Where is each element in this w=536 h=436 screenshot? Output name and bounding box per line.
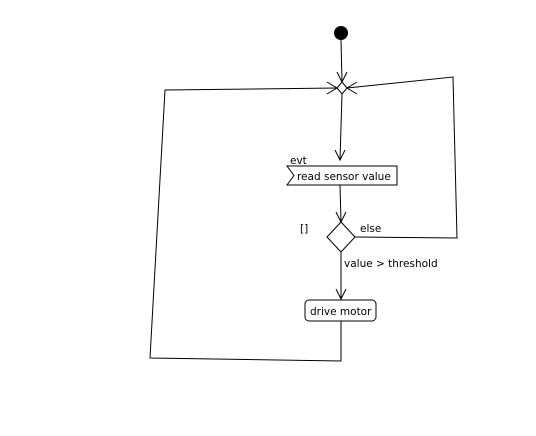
accept-event-action[interactable]: evt read sensor value bbox=[286, 155, 398, 186]
guard-left-label: [] bbox=[300, 223, 308, 235]
drive-motor-action[interactable]: drive motor bbox=[304, 299, 377, 322]
edge-read-sensor-to-decision bbox=[335, 184, 347, 224]
guard-else-label: else bbox=[360, 223, 381, 235]
edge-decision-to-drive-motor bbox=[335, 252, 347, 301]
accept-event-label: read sensor value bbox=[297, 171, 391, 183]
edge-merge-to-read-sensor bbox=[334, 93, 346, 162]
edge-drive-motor-loop-to-merge bbox=[149, 81, 342, 362]
guard-threshold-label: value > threshold bbox=[344, 258, 438, 270]
accept-event-stereotype: evt bbox=[290, 155, 307, 167]
merge-node[interactable] bbox=[336, 81, 348, 95]
edge-initial-to-merge bbox=[336, 39, 348, 84]
edge-else-loop-to-merge bbox=[346, 76, 458, 239]
drive-motor-label: drive motor bbox=[310, 306, 372, 318]
initial-node[interactable] bbox=[334, 26, 348, 40]
decision-node[interactable] bbox=[326, 221, 356, 253]
